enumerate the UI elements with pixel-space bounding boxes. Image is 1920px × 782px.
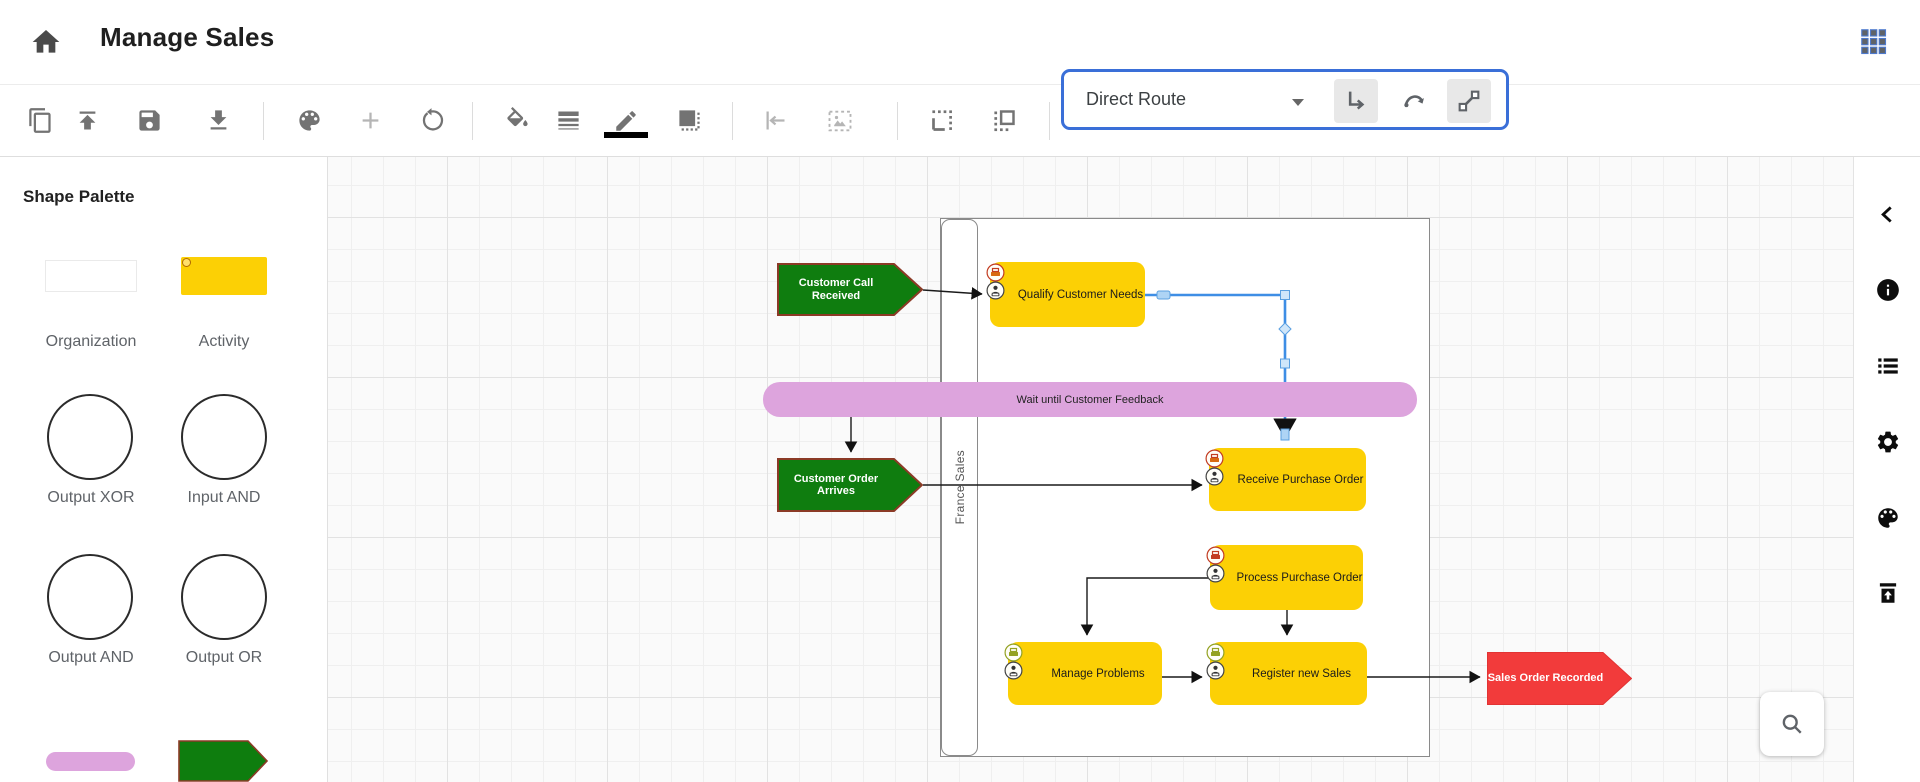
shadow-icon[interactable] <box>674 106 704 136</box>
toolbar-divider <box>897 102 898 140</box>
palette-item-label: Output AND <box>48 649 134 666</box>
organization-icon <box>1206 643 1225 662</box>
node-activity[interactable]: Register new Sales <box>1206 642 1367 705</box>
node-label: Customer Order Arrives <box>793 472 879 497</box>
activity-mini-icon <box>182 258 191 267</box>
route-type-dropdown[interactable]: Direct Route <box>1064 72 1326 127</box>
node-label: Receive Purchase Order <box>1237 473 1364 486</box>
node-activity[interactable]: Qualify Customer Needs <box>986 262 1145 327</box>
search-button[interactable] <box>1760 692 1824 756</box>
node-label: Manage Problems <box>1051 667 1145 680</box>
activity-icons <box>1205 449 1225 486</box>
upload-icon[interactable] <box>72 106 102 136</box>
node-label: Sales Order Recorded <box>1487 672 1604 685</box>
node-activity[interactable]: Receive Purchase Order <box>1205 448 1366 511</box>
diagram-canvas[interactable]: France Sales <box>328 157 1853 782</box>
role-icon <box>1206 661 1225 680</box>
align-left-icon[interactable] <box>760 106 790 136</box>
palette-item-input-and[interactable] <box>181 394 267 480</box>
theme-palette-icon[interactable] <box>294 106 324 136</box>
pen-color-icon[interactable] <box>611 106 641 136</box>
select-region-icon[interactable] <box>927 106 957 136</box>
activity-icons <box>1004 643 1024 680</box>
connector-type-panel: Direct Route <box>1061 69 1509 130</box>
palette-item-label: Output OR <box>185 649 263 666</box>
activity-icons <box>1206 643 1226 680</box>
route-type-value: Direct Route <box>1086 89 1187 109</box>
pen-color-swatch <box>604 132 648 138</box>
palette-item-label: Activity <box>198 333 250 350</box>
node-activity[interactable]: Process Purchase Order <box>1206 545 1363 610</box>
role-icon <box>1004 661 1023 680</box>
page-title: Manage Sales <box>100 22 275 52</box>
node-event[interactable]: Sales Order Recorded <box>1487 652 1633 705</box>
line-weight-icon[interactable] <box>553 106 583 136</box>
palette-item-event[interactable] <box>178 740 269 782</box>
search-icon <box>1782 714 1802 734</box>
copy-icon[interactable] <box>25 106 55 136</box>
header: Manage Sales <box>0 0 1920 84</box>
chevron-down-icon <box>1292 99 1304 106</box>
palette-item-output-xor[interactable] <box>47 394 133 480</box>
curved-connector-button[interactable] <box>1392 79 1436 123</box>
node-label: Process Purchase Order <box>1236 571 1363 584</box>
palette-item-label: Organization <box>45 333 137 350</box>
node-label: Register new Sales <box>1251 667 1352 680</box>
organization-icon <box>986 263 1005 282</box>
straight-connector-button[interactable] <box>1447 79 1491 123</box>
node-label: Wait until Customer Feedback <box>1016 393 1164 406</box>
toolbar <box>0 84 1920 157</box>
role-icon <box>986 281 1005 300</box>
role-icon <box>1206 564 1225 583</box>
info-icon[interactable] <box>1875 277 1901 303</box>
palette-item-label: Output XOR <box>47 489 135 506</box>
activity-icons <box>986 263 1006 300</box>
organization-icon <box>1004 643 1023 662</box>
organization-icon <box>1206 546 1225 565</box>
swimlane-header[interactable]: France Sales <box>941 219 978 756</box>
snap-object-icon[interactable] <box>989 106 1019 136</box>
apps-grid-icon[interactable] <box>1858 26 1890 58</box>
shape-palette: Shape Palette Organization Activity Outp… <box>0 157 328 782</box>
home-icon[interactable] <box>30 26 62 58</box>
toolbar-divider <box>1049 102 1050 140</box>
node-activity[interactable]: Manage Problems <box>1004 642 1162 705</box>
swimlane-label: France Sales <box>952 450 967 525</box>
palette-item-activity[interactable] <box>181 257 267 295</box>
node-label: Customer Call Received <box>798 277 874 302</box>
role-icon <box>1205 467 1224 486</box>
palette-item-delay[interactable] <box>46 752 135 771</box>
palette-item-output-or[interactable] <box>181 554 267 640</box>
palette-item-output-and[interactable] <box>47 554 133 640</box>
activity-icons <box>1206 546 1226 583</box>
palette-title: Shape Palette <box>23 187 135 206</box>
palette-icon[interactable] <box>1875 505 1901 531</box>
node-label: Qualify Customer Needs <box>1017 288 1144 301</box>
trash-restore-icon[interactable] <box>1875 580 1901 606</box>
right-sidebar <box>1853 157 1920 782</box>
save-icon[interactable] <box>134 106 164 136</box>
organization-icon <box>1205 449 1224 468</box>
add-icon[interactable] <box>355 106 385 136</box>
list-icon[interactable] <box>1875 353 1901 379</box>
download-icon[interactable] <box>203 106 233 136</box>
palette-item-organization[interactable] <box>45 260 137 292</box>
fill-color-icon[interactable] <box>502 106 532 136</box>
node-event[interactable]: Customer Order Arrives <box>777 458 924 512</box>
toolbar-divider <box>263 102 264 140</box>
undo-icon[interactable] <box>416 106 446 136</box>
image-icon[interactable] <box>825 106 855 136</box>
orthogonal-connector-button[interactable] <box>1334 79 1378 123</box>
node-delay[interactable]: Wait until Customer Feedback <box>763 382 1417 417</box>
settings-gear-icon[interactable] <box>1875 429 1901 455</box>
node-event[interactable]: Customer Call Received <box>777 263 924 316</box>
palette-item-label: Input AND <box>187 489 261 506</box>
collapse-chevron-icon[interactable] <box>1875 202 1901 228</box>
toolbar-divider <box>472 102 473 140</box>
toolbar-divider <box>732 102 733 140</box>
